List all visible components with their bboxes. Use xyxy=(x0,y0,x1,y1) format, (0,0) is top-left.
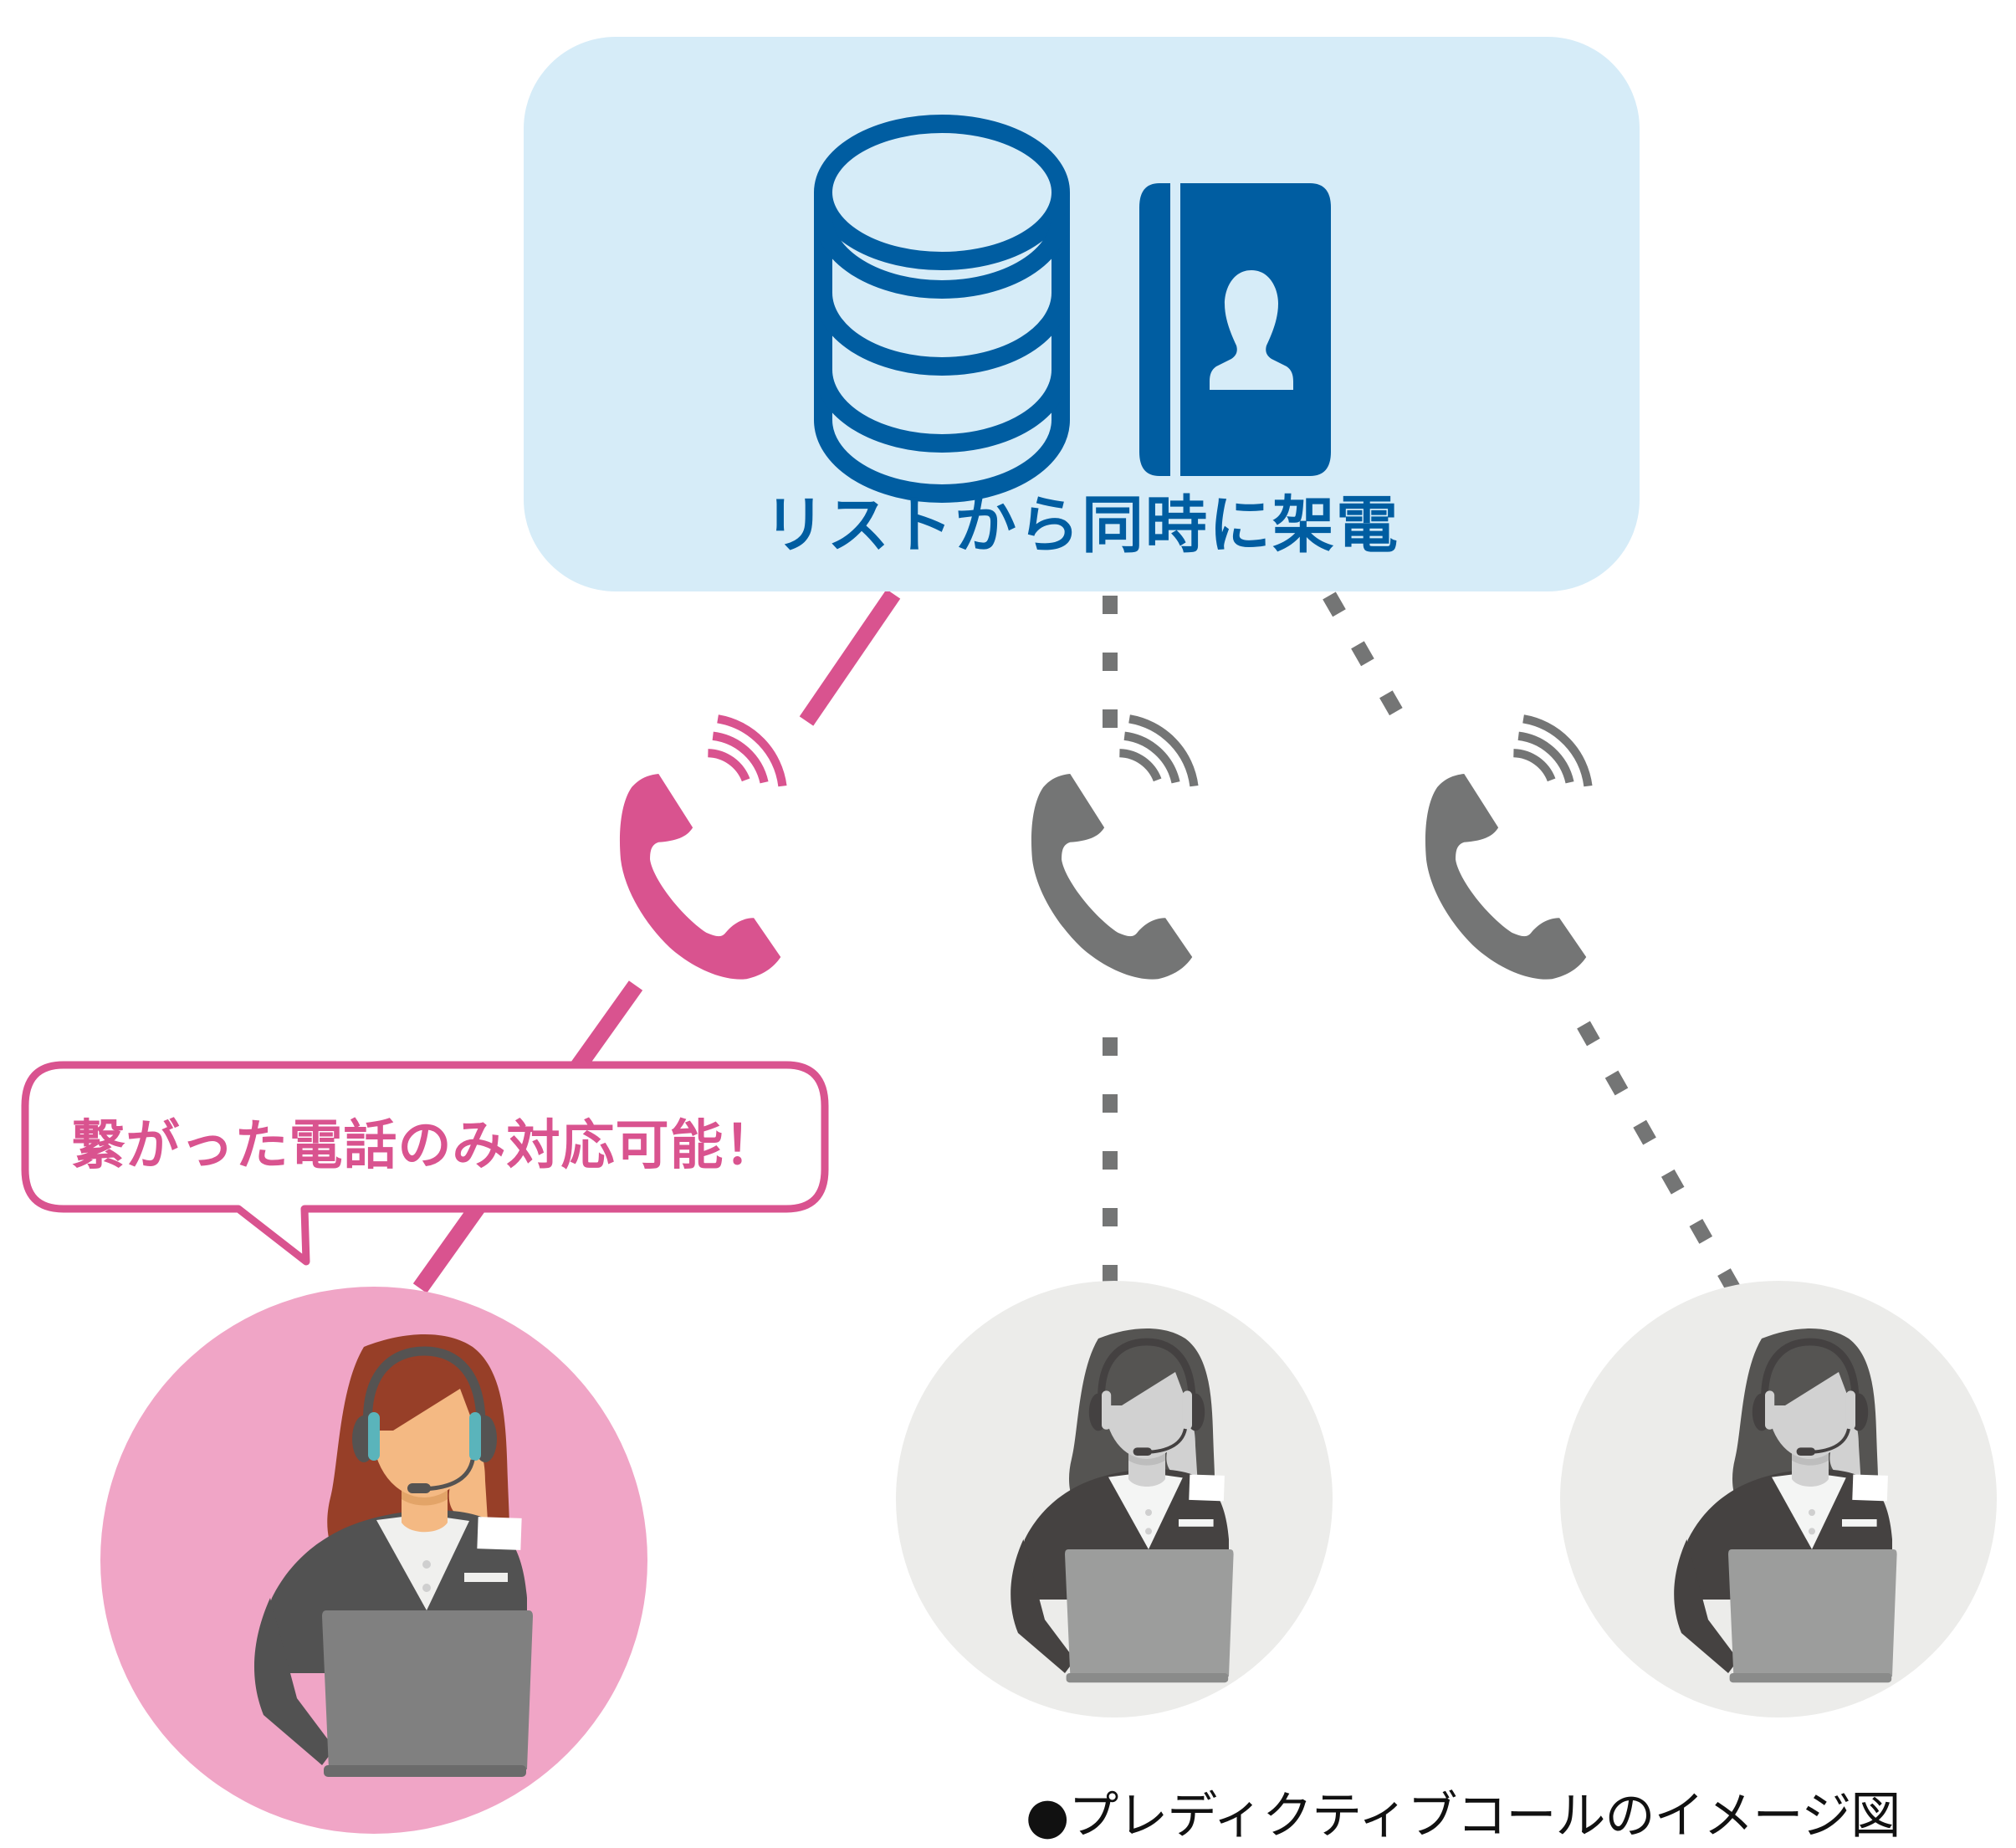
headset-band xyxy=(363,1346,486,1431)
pocket-tag xyxy=(1179,1519,1214,1527)
shirt xyxy=(1108,1472,1183,1549)
source-list-box xyxy=(524,37,1640,591)
pocket-tag xyxy=(1842,1519,1877,1527)
hair-fringe xyxy=(1101,1349,1191,1405)
shirt xyxy=(376,1514,469,1610)
ear-cup-left xyxy=(368,1412,380,1461)
hair-fringe xyxy=(1764,1349,1855,1405)
laptop-base xyxy=(1729,1673,1892,1683)
laptop-screen xyxy=(322,1610,533,1769)
button xyxy=(1809,1528,1815,1535)
mic xyxy=(407,1483,431,1493)
ear-cup-right xyxy=(1182,1390,1192,1430)
button xyxy=(422,1560,431,1569)
source-box-title: リストから同時に架電 xyxy=(764,489,1399,561)
button xyxy=(422,1584,431,1592)
agents-layer xyxy=(253,1328,1897,1777)
phone-ringing-icon-2 xyxy=(1031,719,1194,980)
arm xyxy=(1011,1539,1075,1673)
ear-cup-right xyxy=(1845,1390,1855,1430)
speech-bubble xyxy=(21,1061,829,1266)
arm xyxy=(1674,1539,1738,1673)
operator-with-headset-icon-1 xyxy=(253,1334,533,1777)
laptop-screen xyxy=(1728,1549,1897,1677)
laptop-base xyxy=(324,1765,526,1777)
headset-band xyxy=(1098,1338,1196,1406)
contact-book-icon xyxy=(1139,183,1331,476)
button xyxy=(1145,1509,1152,1516)
ear-cup-left xyxy=(1765,1390,1775,1430)
laptop-screen xyxy=(1065,1549,1234,1677)
ear-cup-right xyxy=(469,1412,481,1461)
shirt xyxy=(1772,1472,1846,1549)
button xyxy=(1145,1528,1152,1535)
database-icon xyxy=(814,115,1070,503)
call-line-3-dashed xyxy=(1323,591,1740,1293)
name-badge xyxy=(477,1517,522,1550)
operator-with-headset-icon-3 xyxy=(1674,1328,1897,1683)
phone-ringing-icon-1 xyxy=(619,719,782,980)
speech-bubble-text: 繋がった電話のみ対応可能！ xyxy=(71,1115,779,1177)
operator-with-headset-icon-2 xyxy=(1011,1328,1234,1683)
name-badge xyxy=(1189,1474,1225,1502)
pocket-tag xyxy=(464,1573,508,1582)
name-badge xyxy=(1852,1474,1888,1502)
laptop-base xyxy=(1066,1673,1229,1683)
ear-cup-left xyxy=(1102,1390,1112,1430)
arm xyxy=(253,1598,335,1765)
headset-band xyxy=(1761,1338,1860,1406)
hair-fringe xyxy=(367,1359,479,1431)
mic xyxy=(1796,1447,1815,1456)
phone-ringing-icon-3 xyxy=(1425,719,1588,980)
figure-caption: ●プレディクティブコールのイメージ図 xyxy=(1026,1787,1901,1845)
mic xyxy=(1133,1447,1152,1456)
button xyxy=(1809,1509,1815,1516)
